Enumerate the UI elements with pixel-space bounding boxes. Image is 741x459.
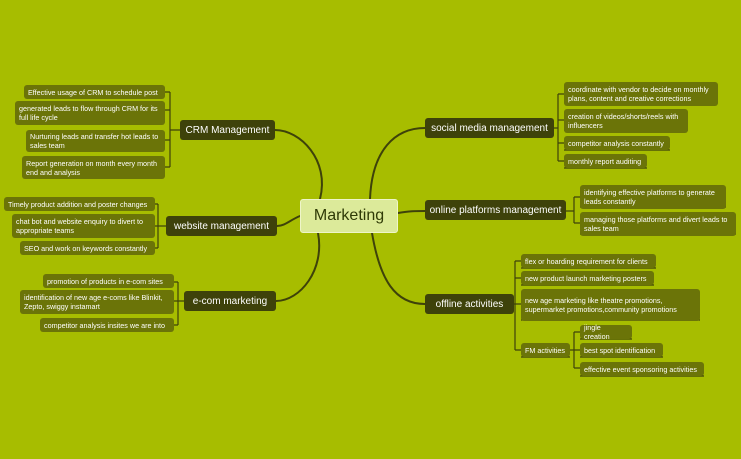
ecom-item[interactable]: identification of new age e-coms like Bl… bbox=[20, 290, 174, 314]
link-offline bbox=[371, 232, 426, 305]
offline-item[interactable]: new product launch marketing posters bbox=[521, 271, 654, 285]
link-social bbox=[369, 127, 426, 200]
website-item[interactable]: chat bot and website enquiry to divert t… bbox=[12, 214, 155, 238]
link-website bbox=[276, 215, 301, 227]
branch-website-management[interactable]: website management bbox=[166, 216, 277, 236]
website-item[interactable]: SEO and work on keywords constantly bbox=[20, 241, 155, 255]
fm-item[interactable]: jingle creation bbox=[580, 323, 632, 341]
branch-ecom-marketing[interactable]: e-com marketing bbox=[184, 291, 276, 311]
crm-item[interactable]: Effective usage of CRM to schedule post bbox=[24, 85, 165, 99]
crm-item[interactable]: generated leads to flow through CRM for … bbox=[15, 101, 165, 125]
branch-offline-activities[interactable]: offline activities bbox=[425, 294, 514, 314]
social-item[interactable]: creation of videos/shorts/reels with inf… bbox=[564, 109, 688, 133]
central-node[interactable]: Marketing bbox=[300, 199, 398, 233]
online-item[interactable]: managing those platforms and divert lead… bbox=[580, 212, 736, 236]
branch-crm-management[interactable]: CRM Management bbox=[180, 120, 275, 140]
link-crm bbox=[274, 129, 323, 200]
branch-online-platforms-management[interactable]: online platforms management bbox=[425, 200, 566, 220]
ecom-item[interactable]: competitor analysis insites we are into bbox=[40, 318, 174, 332]
ecom-item[interactable]: promotion of products in e-com sites bbox=[43, 274, 174, 288]
online-item[interactable]: identifying effective platforms to gener… bbox=[580, 185, 726, 209]
crm-item[interactable]: Nurturing leads and transfer hot leads t… bbox=[26, 130, 165, 152]
link-ecom bbox=[275, 232, 321, 302]
branch-social-media-management[interactable]: social media management bbox=[425, 118, 554, 138]
fm-item[interactable]: effective event sponsoring activities bbox=[580, 362, 704, 376]
offline-item[interactable]: new age marketing like theatre promotion… bbox=[521, 289, 700, 321]
fm-item[interactable]: best spot identification bbox=[580, 343, 663, 357]
social-item[interactable]: monthly report auditing bbox=[564, 154, 647, 168]
crm-item[interactable]: Report generation on month every month e… bbox=[22, 156, 165, 179]
social-item[interactable]: coordinate with vendor to decide on mont… bbox=[564, 82, 718, 106]
website-item[interactable]: Timely product addition and poster chang… bbox=[4, 197, 155, 211]
social-item[interactable]: competitor analysis constantly bbox=[564, 136, 670, 150]
offline-item-fm-activities[interactable]: FM activities bbox=[521, 343, 570, 357]
link-online bbox=[397, 210, 426, 214]
offline-item[interactable]: flex or hoarding requirement for clients bbox=[521, 254, 656, 268]
